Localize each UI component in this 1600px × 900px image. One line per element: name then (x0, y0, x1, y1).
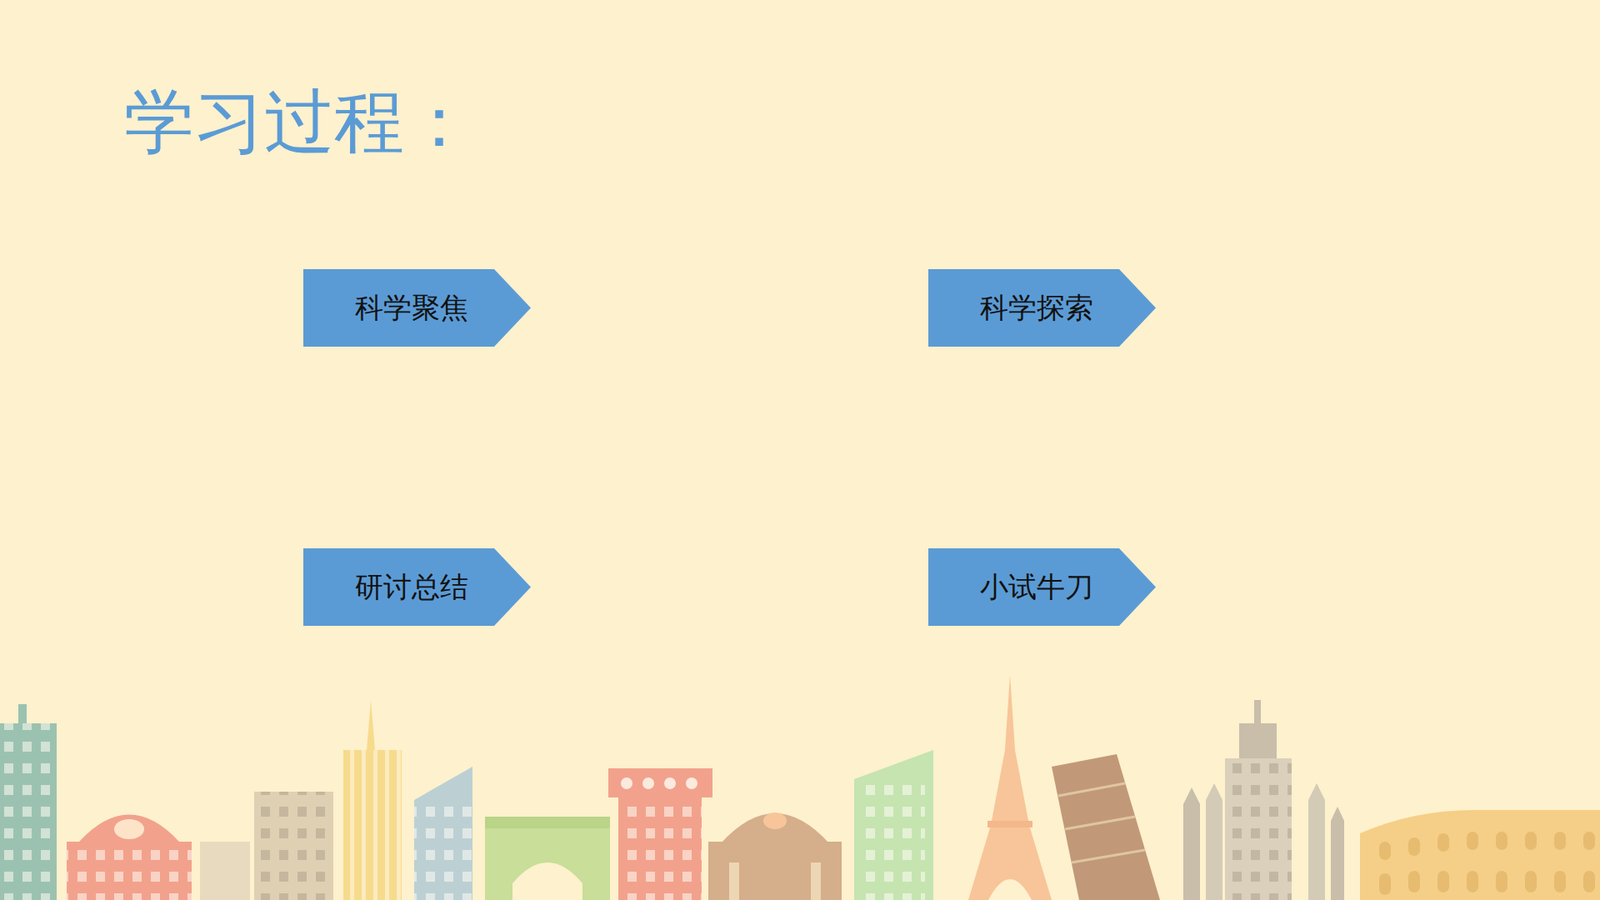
step-label: 小试牛刀 (980, 571, 1094, 603)
step-label: 研讨总结 (355, 571, 469, 603)
step-label: 科学聚焦 (355, 292, 469, 324)
arrow-fill (928, 548, 1156, 626)
step-label: 科学探索 (980, 292, 1094, 324)
arrow-step-box: 科学探索 (928, 269, 1156, 347)
arrow-step-box: 科学聚焦 (303, 269, 531, 347)
arrow-fill (928, 269, 1156, 347)
slide-title: 学习过程： (124, 83, 475, 160)
arrow-fill (303, 269, 531, 347)
arrow-step-box: 研讨总结 (303, 548, 531, 626)
arrow-step-box: 小试牛刀 (928, 548, 1156, 626)
arrow-fill (303, 548, 531, 626)
